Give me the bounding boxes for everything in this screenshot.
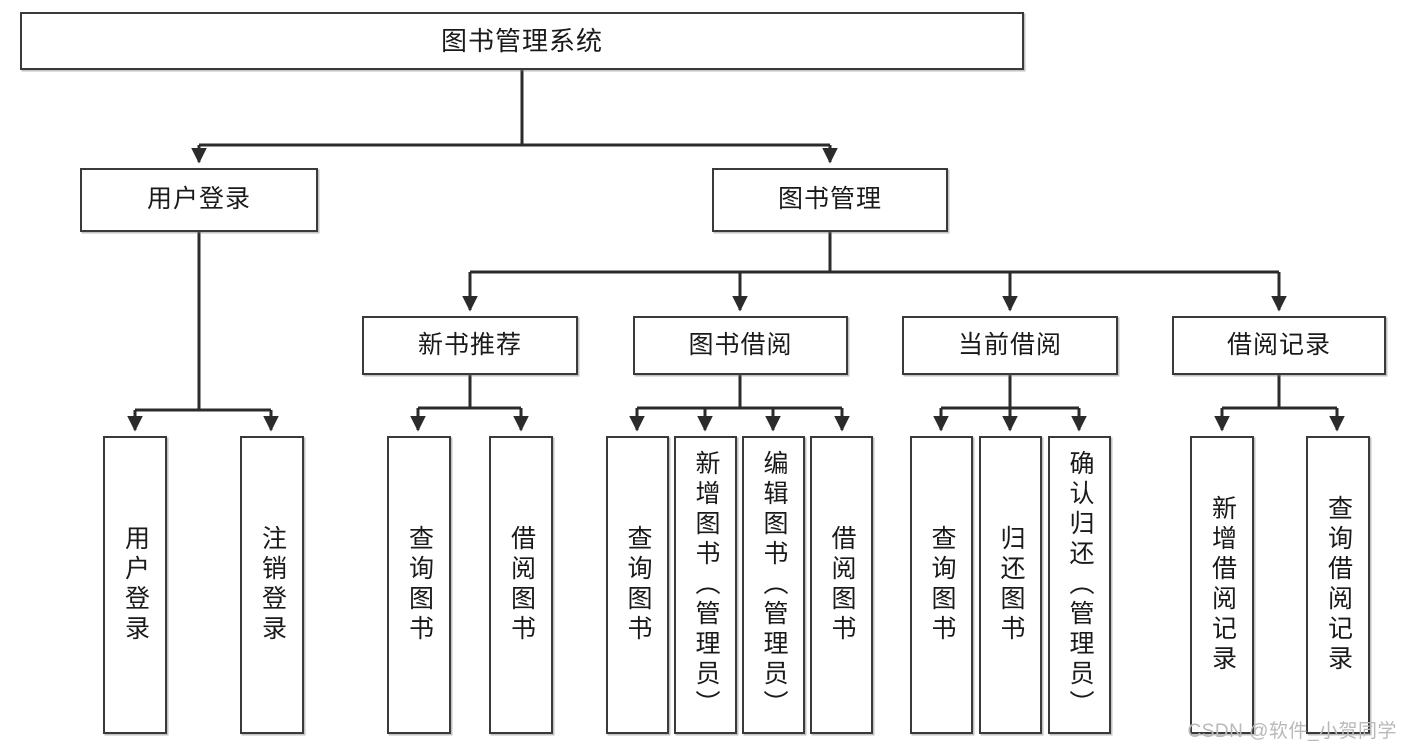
node-label: 图书借阅 bbox=[688, 330, 793, 359]
leaf-query-book-borrow[interactable]: 查询图书 bbox=[606, 436, 669, 734]
node-label: 借阅记录 bbox=[1226, 330, 1331, 359]
node-label: 编辑图书（管理员） bbox=[760, 450, 788, 720]
leaf-add-book[interactable]: 新增图书（管理员） bbox=[674, 436, 737, 734]
node-label: 新增图书（管理员） bbox=[692, 450, 720, 720]
leaf-borrow-book-recommend[interactable]: 借阅图书 bbox=[489, 436, 553, 734]
leaf-return-book[interactable]: 归还图书 bbox=[979, 436, 1042, 734]
node-label: 借阅图书 bbox=[507, 525, 536, 645]
node-label: 查询图书 bbox=[624, 525, 652, 645]
node-label: 新书推荐 bbox=[417, 330, 522, 359]
node-user-login[interactable]: 用户登录 bbox=[80, 168, 318, 232]
node-label: 注销登录 bbox=[258, 525, 287, 645]
node-new-book-recommend[interactable]: 新书推荐 bbox=[362, 316, 578, 375]
node-root-book-management-system[interactable]: 图书管理系统 bbox=[20, 12, 1024, 70]
leaf-logout[interactable]: 注销登录 bbox=[240, 436, 304, 734]
node-book-borrow[interactable]: 图书借阅 bbox=[633, 316, 848, 375]
leaf-confirm-return[interactable]: 确认归还（管理员） bbox=[1048, 436, 1111, 734]
node-label: 用户登录 bbox=[121, 525, 150, 645]
node-label: 查询借阅记录 bbox=[1324, 495, 1353, 675]
node-label: 查询图书 bbox=[928, 525, 956, 645]
node-borrow-record[interactable]: 借阅记录 bbox=[1172, 316, 1386, 375]
leaf-user-login[interactable]: 用户登录 bbox=[103, 436, 167, 734]
leaf-query-book-current[interactable]: 查询图书 bbox=[910, 436, 973, 734]
node-label: 借阅图书 bbox=[828, 525, 856, 645]
node-label: 图书管理 bbox=[777, 185, 882, 214]
node-label: 归还图书 bbox=[997, 525, 1025, 645]
node-label: 用户登录 bbox=[146, 185, 251, 214]
node-label: 确认归还（管理员） bbox=[1066, 450, 1094, 720]
leaf-edit-book[interactable]: 编辑图书（管理员） bbox=[742, 436, 805, 734]
node-label: 图书管理系统 bbox=[440, 25, 603, 56]
node-label: 查询图书 bbox=[405, 525, 434, 645]
node-label: 新增借阅记录 bbox=[1208, 495, 1237, 675]
leaf-add-borrow-record[interactable]: 新增借阅记录 bbox=[1190, 436, 1254, 734]
leaf-query-book-recommend[interactable]: 查询图书 bbox=[387, 436, 451, 734]
csdn-watermark: CSDN @软件_小贺同学 bbox=[1187, 721, 1397, 742]
leaf-query-borrow-record[interactable]: 查询借阅记录 bbox=[1306, 436, 1370, 734]
node-book-management[interactable]: 图书管理 bbox=[712, 168, 948, 232]
node-current-borrow[interactable]: 当前借阅 bbox=[902, 316, 1118, 375]
node-label: 当前借阅 bbox=[957, 330, 1062, 359]
leaf-borrow-book[interactable]: 借阅图书 bbox=[810, 436, 873, 734]
